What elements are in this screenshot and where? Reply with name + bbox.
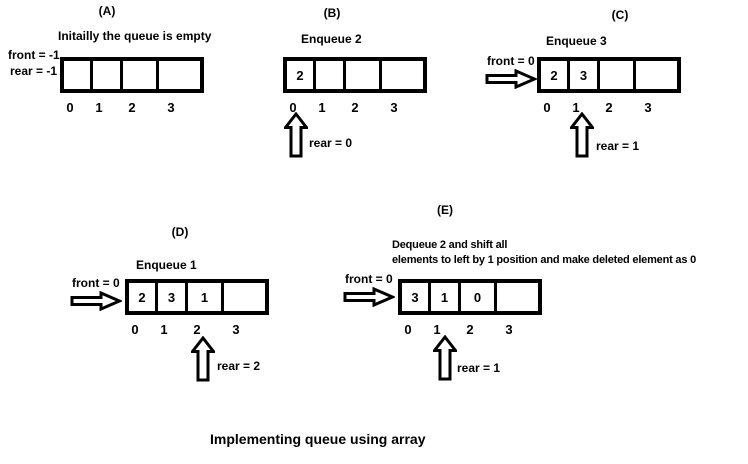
rear-pointer-label-b: rear = 0 <box>309 136 353 150</box>
array-c-cell-3 <box>636 61 677 89</box>
diagram-e-caption-line2: elements to left by 1 position and make … <box>392 254 697 266</box>
figure-title: Implementing queue using array <box>210 431 426 447</box>
array-c-cell-2 <box>600 61 636 89</box>
diagram-e-label: (E) <box>437 203 453 217</box>
index-label: 2 <box>351 100 359 115</box>
index-label: 1 <box>318 100 326 115</box>
diagram-b-caption: Enqueue 2 <box>301 32 362 46</box>
queue-array-e: 3 1 0 <box>398 279 542 315</box>
index-label: 0 <box>289 100 297 115</box>
index-label: 2 <box>466 322 474 337</box>
array-a-cell-1 <box>93 61 123 89</box>
front-pointer-label-c: front = 0 <box>487 54 535 68</box>
array-d-cell-3 <box>224 283 265 311</box>
rear-arrow-c-icon <box>570 112 594 158</box>
array-e-cell-1: 1 <box>431 283 461 311</box>
array-b-cell-0: 2 <box>287 61 316 89</box>
rear-arrow-b-icon <box>284 112 308 158</box>
diagram-e-caption-line1: Dequeue 2 and shift all <box>392 239 508 251</box>
diagram-c-label: (C) <box>611 8 629 22</box>
array-a-cell-2 <box>123 61 159 89</box>
index-label: 3 <box>644 100 652 115</box>
queue-array-d: 2 3 1 <box>125 279 269 315</box>
queue-array-c: 2 3 <box>537 57 681 93</box>
index-label: 2 <box>605 100 613 115</box>
front-pointer-label-e: front = 0 <box>345 272 393 286</box>
rear-pointer-label-c: rear = 1 <box>596 139 640 153</box>
array-b-cell-3 <box>382 61 423 89</box>
array-b-cell-2 <box>346 61 382 89</box>
index-row-c: 0 1 2 3 <box>533 100 669 115</box>
diagram-b-label: (B) <box>323 6 341 20</box>
front-arrow-c-icon <box>485 69 537 89</box>
array-c-cell-0: 2 <box>541 61 570 89</box>
array-c-cell-1: 3 <box>570 61 600 89</box>
queue-array-b: 2 <box>283 57 427 93</box>
rear-state-label-a: rear = -1 <box>10 64 58 78</box>
queue-array-a <box>60 57 204 93</box>
index-label: 2 <box>128 100 136 115</box>
array-d-cell-0: 2 <box>129 283 158 311</box>
diagram-a-caption: Initailly the queue is empty <box>58 29 212 43</box>
index-label: 3 <box>232 322 240 337</box>
index-label: 3 <box>390 100 398 115</box>
rear-pointer-label-e: rear = 1 <box>457 361 501 375</box>
index-label: 1 <box>433 322 441 337</box>
front-state-label-a: front = -1 <box>8 48 60 62</box>
index-label: 0 <box>543 100 551 115</box>
array-e-cell-2: 0 <box>461 283 497 311</box>
index-row-d: 0 1 2 3 <box>121 322 257 337</box>
array-e-cell-3 <box>497 283 538 311</box>
index-label: 3 <box>505 322 513 337</box>
diagram-d-caption: Enqueue 1 <box>136 258 197 272</box>
array-e-cell-0: 3 <box>402 283 431 311</box>
array-d-cell-2: 1 <box>188 283 224 311</box>
front-pointer-label-d: front = 0 <box>72 276 120 290</box>
array-d-cell-1: 3 <box>158 283 188 311</box>
index-label: 0 <box>404 322 412 337</box>
diagram-d-label: (D) <box>171 225 189 239</box>
array-a-cell-0 <box>64 61 93 89</box>
index-label: 1 <box>95 100 103 115</box>
index-label: 1 <box>572 100 580 115</box>
index-row-a: 0 1 2 3 <box>56 100 192 115</box>
rear-arrow-e-icon <box>433 335 457 381</box>
index-row-e: 0 1 2 3 <box>394 322 530 337</box>
index-row-b: 0 1 2 3 <box>279 100 415 115</box>
index-label: 0 <box>131 322 139 337</box>
rear-arrow-d-icon <box>191 336 215 382</box>
rear-pointer-label-d: rear = 2 <box>217 359 261 373</box>
diagram-c-caption: Enqueue 3 <box>546 34 607 48</box>
front-arrow-d-icon <box>70 291 122 311</box>
front-arrow-e-icon <box>343 287 395 307</box>
index-label: 0 <box>66 100 74 115</box>
index-label: 1 <box>160 322 168 337</box>
index-label: 3 <box>167 100 175 115</box>
diagram-a-label: (A) <box>98 4 116 18</box>
index-label: 2 <box>193 322 201 337</box>
array-b-cell-1 <box>316 61 346 89</box>
array-a-cell-3 <box>159 61 200 89</box>
